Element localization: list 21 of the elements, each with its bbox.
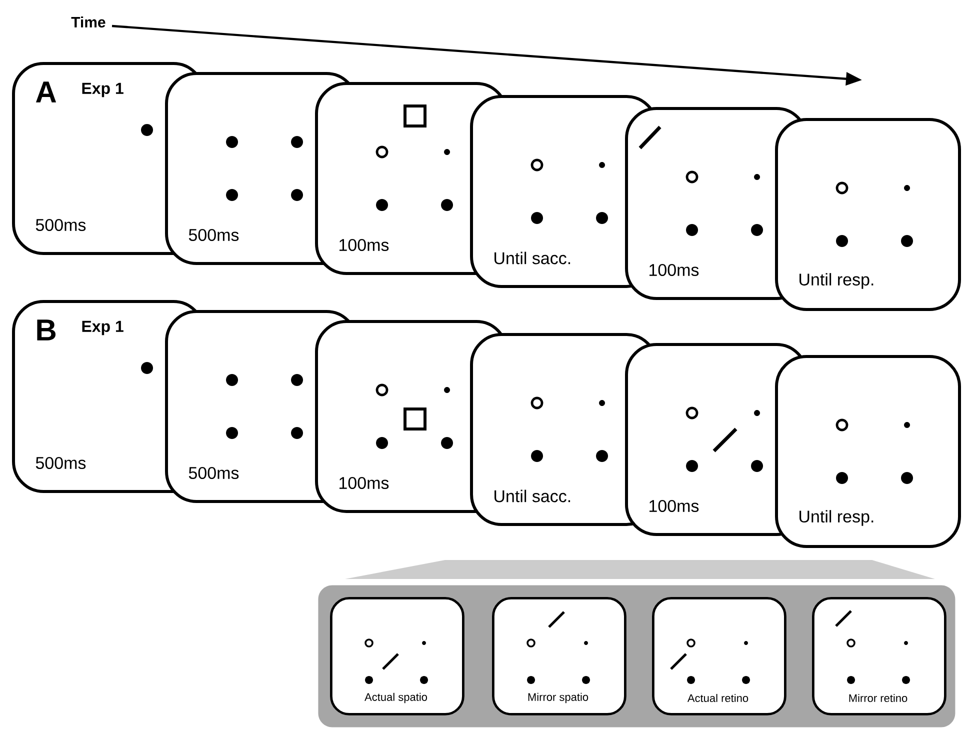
condition-label: Actual retino bbox=[687, 694, 748, 702]
duration-label: 500ms bbox=[188, 466, 239, 480]
duration-label: Until resp. bbox=[800, 510, 874, 526]
experiment-label: Exp 1 bbox=[82, 320, 124, 336]
duration-label: 100ms bbox=[650, 264, 699, 276]
duration-label: 100ms bbox=[340, 476, 389, 490]
duration-label: 500ms bbox=[36, 218, 86, 232]
duration-label: Until sacc. bbox=[494, 252, 570, 264]
condition-label: Mirror spatio bbox=[528, 692, 588, 704]
duration-label: 500ms bbox=[36, 456, 86, 470]
axis-label: Time bbox=[71, 16, 106, 28]
panel-letter: A bbox=[36, 82, 56, 102]
duration-label: 100ms bbox=[340, 238, 389, 252]
panel-letter: B bbox=[37, 320, 56, 340]
duration-label: 100ms bbox=[650, 500, 699, 512]
duration-label: Until sacc. bbox=[494, 490, 570, 502]
duration-label: 500ms bbox=[188, 228, 239, 242]
duration-label: Until resp. bbox=[800, 273, 874, 289]
condition-label: Mirror retino bbox=[849, 694, 908, 702]
experiment-label: Exp 1 bbox=[82, 82, 124, 98]
condition-label: Actual spatio bbox=[364, 692, 427, 704]
